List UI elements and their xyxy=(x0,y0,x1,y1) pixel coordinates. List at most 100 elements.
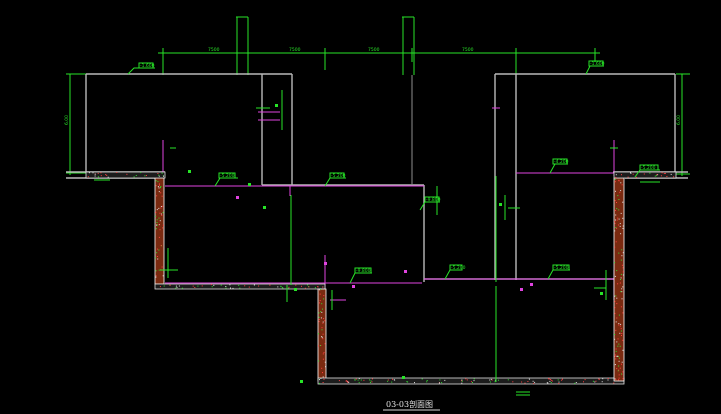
hatch-speckle xyxy=(473,378,475,380)
hatch-speckle xyxy=(345,380,347,382)
hatch-speckle xyxy=(620,277,622,279)
level-tag-8: -5.200 xyxy=(547,264,570,280)
hatch-speckle xyxy=(323,318,325,320)
hatch-speckle xyxy=(156,209,158,211)
hatch-speckle xyxy=(616,317,618,319)
hatch-speckle xyxy=(100,172,102,174)
hatch-speckle xyxy=(160,192,162,194)
hatch-speckle xyxy=(666,176,668,177)
hatch-speckle xyxy=(441,382,443,384)
level-tag-4: -5.200 xyxy=(324,172,346,187)
hatch-speckle xyxy=(620,279,621,280)
hatch-speckle xyxy=(155,275,157,277)
hatch-speckle xyxy=(145,175,147,176)
hatch-speckle xyxy=(521,381,523,383)
hatch-speckle xyxy=(107,176,109,178)
level-tag-7: -4.200 xyxy=(549,158,569,174)
hatch-speckle xyxy=(320,317,322,319)
hatch-speckle xyxy=(619,225,621,227)
hatch-speckle xyxy=(197,285,199,287)
hatch-speckle xyxy=(363,379,365,381)
hatch-speckle xyxy=(602,378,604,380)
hatch-speckle xyxy=(558,383,560,384)
hatch-speckle xyxy=(664,172,666,174)
hatch-speckle xyxy=(618,314,620,316)
hatch-speckle xyxy=(618,379,619,381)
hatch-speckle xyxy=(371,381,373,383)
hatch-speckle xyxy=(321,336,323,337)
hatch-speckle xyxy=(371,378,373,380)
hatch-speckle xyxy=(643,173,645,175)
hatch-speckle xyxy=(622,371,624,373)
hatch-speckle xyxy=(614,364,616,366)
hatch-speckle xyxy=(159,220,161,222)
svg-text:-9.800: -9.800 xyxy=(356,268,371,274)
hatch-speckle xyxy=(161,266,163,268)
hatch-speckle xyxy=(158,217,160,219)
hatch-speckle xyxy=(615,174,617,176)
hatch-speckle xyxy=(616,297,618,299)
retaining-wall-left xyxy=(154,177,326,290)
hatch-speckle xyxy=(158,175,160,177)
hatch-speckle xyxy=(614,181,616,183)
hatch-speckle xyxy=(507,379,509,381)
hatch-speckle xyxy=(614,301,616,302)
column-marker-left xyxy=(236,16,249,75)
hatch-speckle xyxy=(192,285,194,287)
hatch-speckle xyxy=(661,172,663,174)
hatch-speckle xyxy=(158,187,160,189)
hatch-speckle xyxy=(321,327,323,329)
hatch-speckle xyxy=(155,212,157,213)
hatch-speckle xyxy=(406,381,408,383)
hatch-speckle xyxy=(620,259,622,261)
dim-top-3: 7500 xyxy=(368,47,380,53)
hatch-speckle xyxy=(622,217,624,219)
hatch-speckle xyxy=(617,345,619,347)
hatch-speckle xyxy=(155,257,157,259)
hatch-speckle xyxy=(461,382,463,384)
hatch-speckle xyxy=(622,349,624,351)
hatch-speckle xyxy=(295,284,297,286)
hatch-speckle xyxy=(161,214,163,216)
svg-text:-5.200: -5.200 xyxy=(220,173,235,179)
level-tag-9: -9.800 xyxy=(419,196,441,211)
hatch-speckle xyxy=(598,378,600,380)
hatch-speckle xyxy=(620,190,622,192)
level-tag-2: -1.600 xyxy=(585,60,605,75)
hatch-speckle xyxy=(280,286,282,288)
hatch-speckle xyxy=(308,286,310,288)
hatch-speckle xyxy=(288,286,290,288)
hatch-speckle xyxy=(622,227,624,229)
hatch-speckle xyxy=(155,276,157,278)
hatch-speckle xyxy=(622,267,624,269)
hatch-speckle xyxy=(614,246,616,248)
hatch-speckle xyxy=(322,372,323,374)
hatch-speckle xyxy=(157,258,159,260)
hatch-speckle xyxy=(347,381,349,383)
hatch-speckle xyxy=(621,174,622,176)
hatch-speckle xyxy=(654,175,656,177)
hatch-speckle xyxy=(614,354,616,356)
hatch-speckle xyxy=(158,224,160,226)
hatch-speckle xyxy=(318,360,320,362)
hatch-speckle xyxy=(614,312,616,314)
hatch-speckle xyxy=(618,323,620,325)
hatch-speckle xyxy=(490,378,492,380)
hatch-speckle xyxy=(615,190,616,192)
svg-text:-9.800: -9.800 xyxy=(426,197,441,203)
hatch-speckle xyxy=(88,172,90,174)
hatch-speckle xyxy=(621,264,623,266)
hatch-speckle xyxy=(616,202,617,203)
hatch-speckle xyxy=(618,199,620,200)
hatch-speckle xyxy=(622,271,624,273)
hatch-speckle xyxy=(269,284,271,286)
hatch-speckle xyxy=(210,284,212,286)
hatch-speckle xyxy=(614,307,616,309)
hatch-speckle xyxy=(613,382,615,384)
hatch-speckle xyxy=(614,220,616,222)
hatch-speckle xyxy=(391,381,393,383)
hatch-speckle xyxy=(558,381,560,383)
hatch-speckle xyxy=(155,270,157,272)
hatch-speckle xyxy=(670,173,672,175)
